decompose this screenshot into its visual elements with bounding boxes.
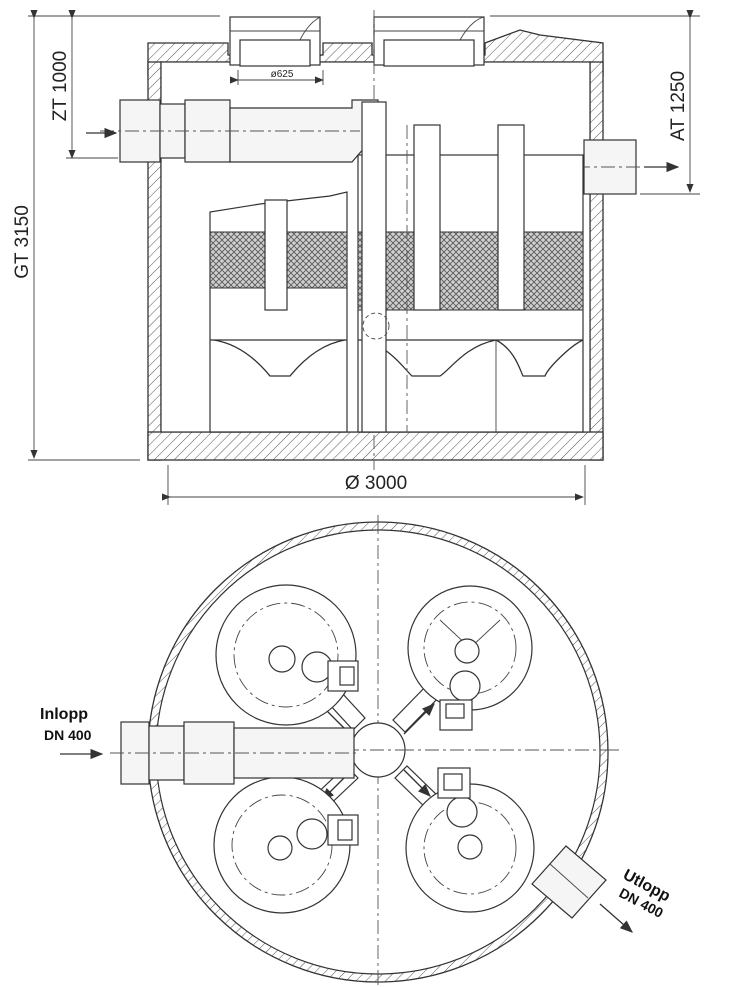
total-depth-label: GT 3150 [12,205,33,279]
tank-diameter-label: Ø 3000 [345,473,407,494]
inlet-size-label: DN 400 [44,727,92,743]
plan-view: Inlopp DN 400 Utlopp DN 400 [40,515,673,985]
inlet-label: Inlopp [40,706,88,723]
manhole-risers [229,16,485,67]
inlet-depth-label: ZT 1000 [50,51,71,121]
filter-chamber-bottom-left [213,776,359,914]
filter-chamber-top-left [215,584,359,726]
outlet-depth-label: AT 1250 [668,71,689,141]
side-view: ø625 [12,9,700,505]
opening-diameter-label: ø625 [271,69,294,80]
opening-dimension: ø625 [229,69,324,85]
diameter-dimension: Ø 3000 [161,465,586,505]
filter-chamber-bottom-right [405,767,535,913]
filter-chambers [209,101,584,433]
outlet-pipe-side [576,139,680,195]
dimension-lines-left: GT 3150 ZT 1000 [12,9,220,461]
filter-chamber-top-right [407,585,533,731]
inlet-pipe-side [86,99,379,163]
inlet-pipe-plan: Inlopp DN 400 [40,706,360,785]
dimension-lines-right: AT 1250 [490,9,700,195]
